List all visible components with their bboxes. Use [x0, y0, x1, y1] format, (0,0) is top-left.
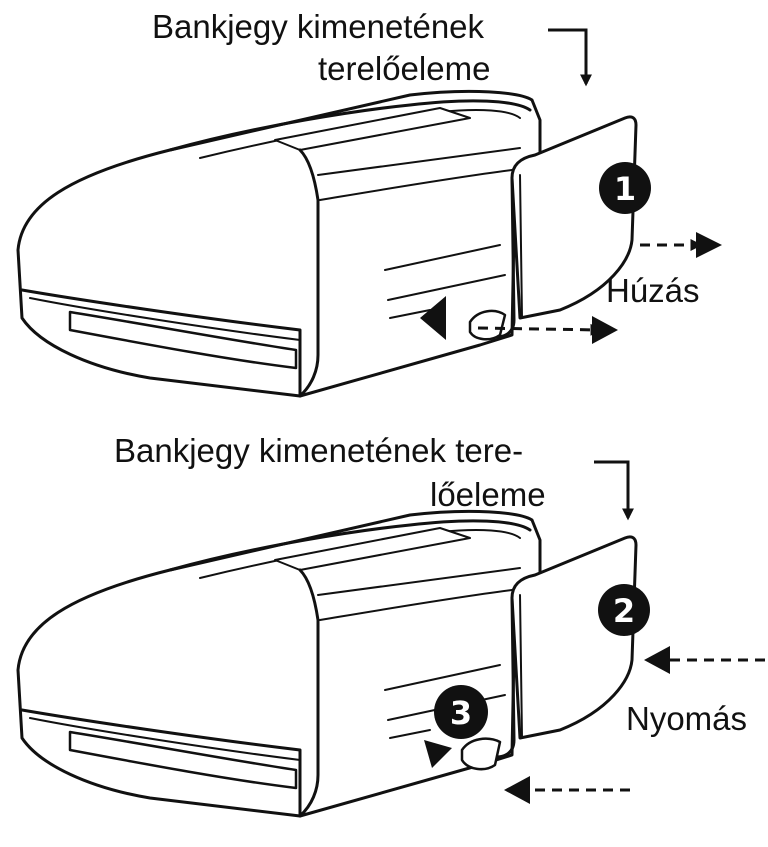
top-arrows	[477, 28, 703, 336]
step-number-2: 2	[613, 592, 635, 630]
outlet-guide-label-line2-bottom: lőeleme	[430, 476, 546, 513]
arrow-head-right-top	[696, 232, 722, 258]
pull-label: Húzás	[606, 272, 700, 309]
step-badge-2: 2	[598, 584, 650, 636]
arrow-head-left-bottom	[504, 776, 530, 804]
bottom-arrows	[530, 460, 765, 792]
step-number-1: 1	[614, 170, 636, 208]
step-badge-3: 3	[434, 685, 488, 739]
outlet-guide-label-line1-bottom: Bankjegy kimenetének tere-	[114, 432, 524, 469]
arrow-head-right-mid	[592, 316, 618, 344]
arrow-head-down-left	[424, 740, 452, 768]
outlet-guide-label-line1-top: Bankjegy kimenetének	[152, 8, 485, 45]
step-number-3: 3	[450, 694, 472, 732]
outlet-guide-label-line2-top: terelőeleme	[318, 50, 491, 87]
arrow-head-left-push	[644, 646, 670, 674]
device-bottom	[16, 509, 638, 818]
device-top	[16, 89, 638, 398]
step-badge-1: 1	[599, 162, 651, 214]
arrow-head-left-top	[420, 296, 446, 340]
push-label: Nyomás	[626, 700, 748, 737]
